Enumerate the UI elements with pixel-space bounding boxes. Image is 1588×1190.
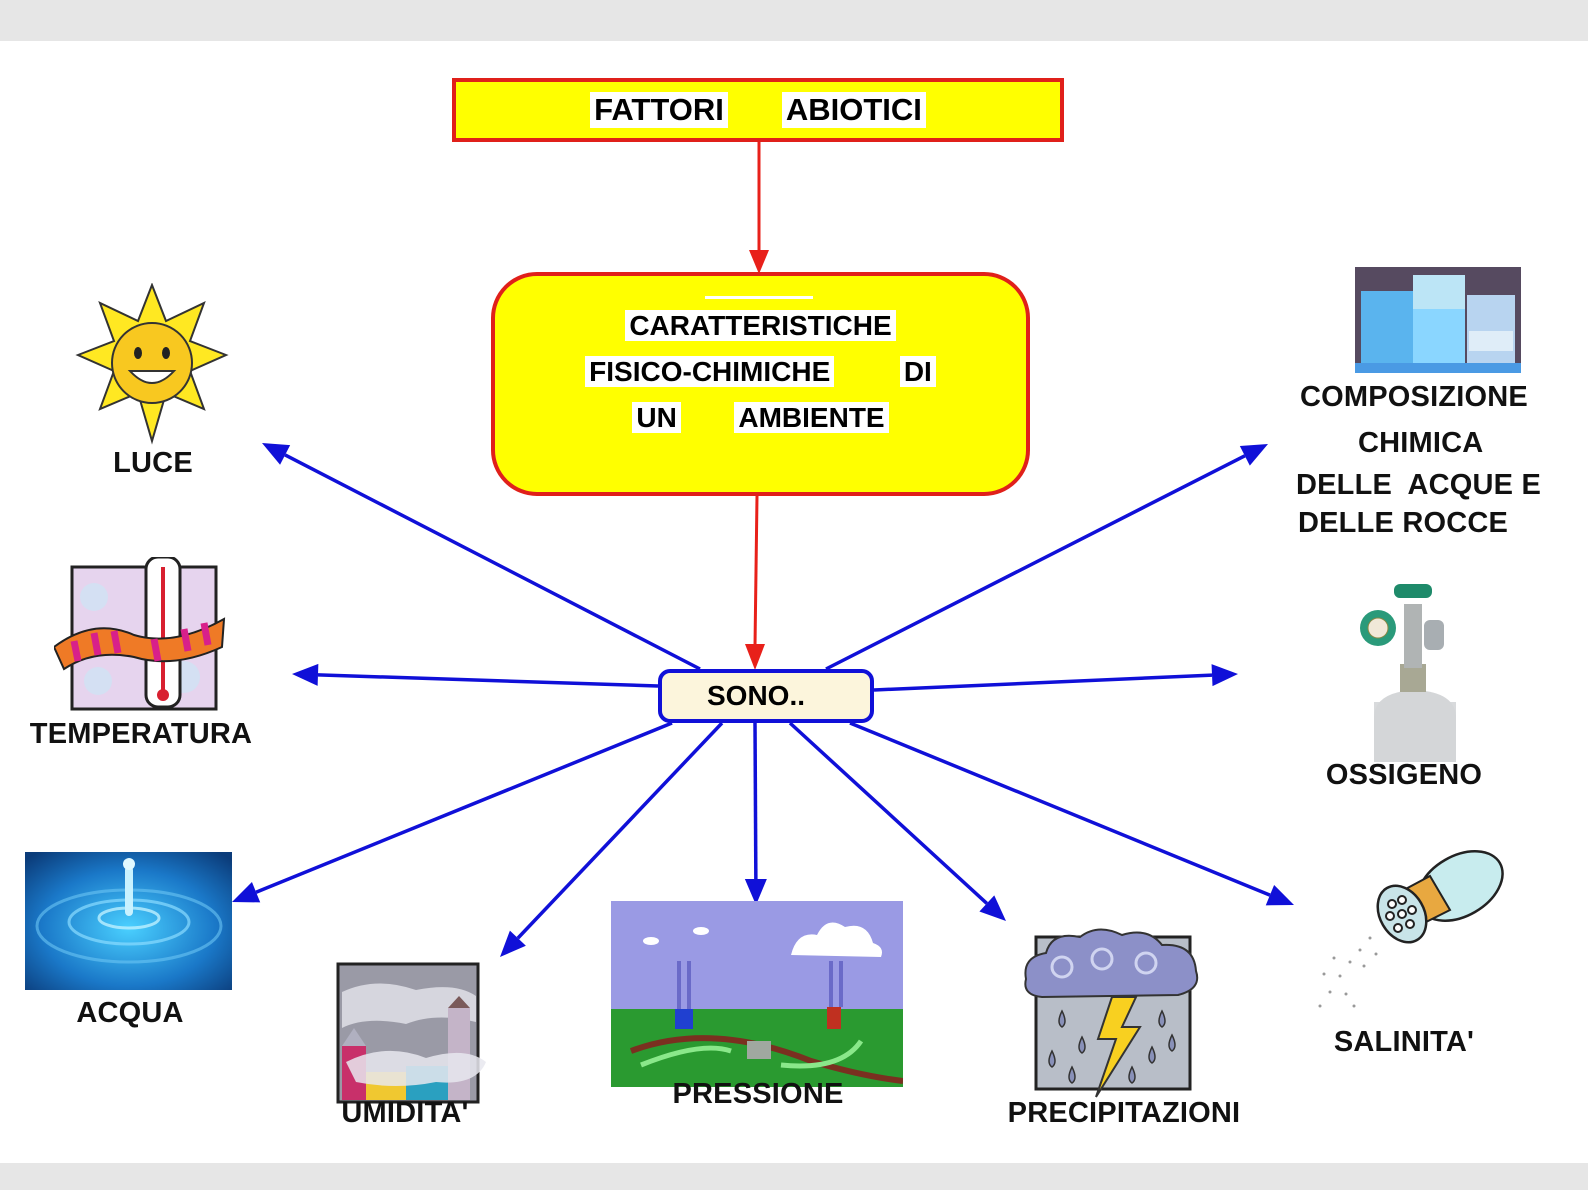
arrowhead <box>232 882 261 903</box>
oxygen-tank-icon <box>1360 584 1456 762</box>
composizione-line-1: COMPOSIZIONE <box>1300 381 1528 413</box>
connector-label: SONO.. <box>706 680 805 711</box>
blue-arrow-to-ossigeno <box>873 664 1238 692</box>
composizione-line-3: DELLE ACQUE E <box>1296 469 1542 501</box>
foggy-town-icon <box>336 962 486 1104</box>
storm-cloud-icon <box>1024 928 1199 1098</box>
beakers-icon <box>1355 267 1521 373</box>
arrowhead <box>1265 884 1294 906</box>
factor-label-acqua: ACQUA <box>76 997 184 1029</box>
arrowhead <box>500 930 526 957</box>
sun-icon <box>75 283 229 445</box>
factor-label-salinita: SALINITA' <box>1333 1026 1475 1058</box>
arrowhead <box>1239 444 1268 466</box>
arrowhead <box>262 443 291 465</box>
title-box: FATTORI ABIOTICI <box>452 78 1064 142</box>
red-arrow-definition-to-sono <box>745 495 765 670</box>
arrowhead <box>292 663 319 686</box>
thermometer-scarf-icon <box>54 557 226 711</box>
salt-shaker-icon <box>1318 850 1504 1008</box>
blue-arrow-to-umidita <box>500 721 724 957</box>
blue-arrow-to-luce <box>262 443 701 671</box>
title-word-1: FATTORI <box>590 92 728 128</box>
arrowhead <box>979 895 1006 921</box>
blue-arrow-to-precipitazioni <box>788 721 1006 921</box>
composizione-line-4: DELLE ROCCE <box>1298 507 1509 539</box>
pressure-landscape-icon <box>611 901 903 1087</box>
decorative-bar <box>705 296 813 299</box>
arrowhead <box>744 878 767 905</box>
factor-label-composizione: COMPOSIZIONE CHIMICA DELLE ACQUE E DELLE… <box>1296 374 1556 542</box>
blue-arrow-to-temperatura <box>292 663 659 688</box>
definition-line-1: CARATTERISTICHE <box>625 310 896 341</box>
connector-box: SONO.. <box>658 669 874 723</box>
factor-label-ossigeno: OSSIGENO <box>1325 759 1483 791</box>
factor-label-umidita: UMIDITA' <box>341 1097 469 1129</box>
definition-line-3a: UN <box>632 402 681 433</box>
factor-label-precipitazioni: PRECIPITAZIONI <box>1007 1097 1241 1129</box>
blue-arrow-to-acqua <box>232 721 673 903</box>
blue-arrow-to-pressione <box>744 722 767 905</box>
definition-line-3b: AMBIENTE <box>734 402 889 433</box>
arrowhead <box>1211 664 1238 687</box>
factor-label-luce: LUCE <box>113 447 193 479</box>
factor-label-temperatura: TEMPERATURA <box>29 718 253 750</box>
composizione-line-2: CHIMICA <box>1358 427 1484 459</box>
factor-label-pressione: PRESSIONE <box>672 1078 844 1110</box>
title-word-2: ABIOTICI <box>781 92 926 128</box>
definition-line-2b: DI <box>899 356 936 387</box>
blue-arrow-to-composizione <box>825 444 1268 671</box>
definition-line-2: FISICO-CHIMICHE <box>585 356 835 387</box>
red-arrow-title-to-definition <box>749 142 769 274</box>
water-drop-icon <box>25 852 232 990</box>
definition-box: CARATTERISTICHE FISICO-CHIMICHE DI UN AM… <box>491 272 1030 496</box>
blue-arrow-to-salinita <box>849 721 1294 906</box>
